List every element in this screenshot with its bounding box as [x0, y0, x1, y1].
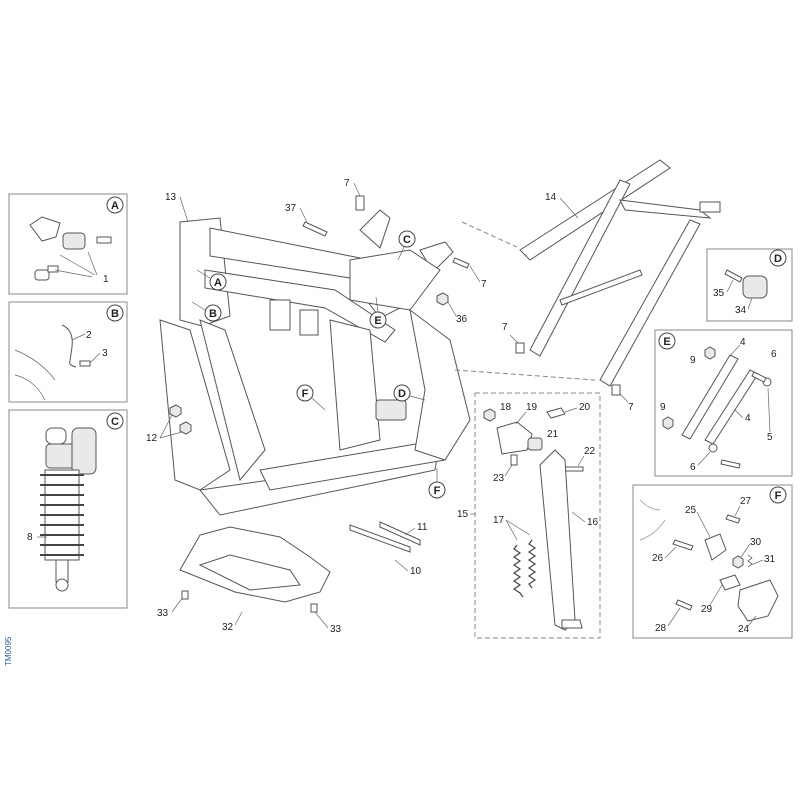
part-label-33-left: 33 [157, 608, 169, 619]
part-label-25: 25 [685, 505, 697, 516]
part-label-35: 35 [713, 288, 725, 299]
part-label-18: 18 [500, 402, 512, 413]
main-frame: 13 12 [146, 192, 471, 516]
part-label-12: 12 [146, 433, 158, 444]
callout-d-label: D [774, 253, 782, 265]
detail-box-e: E 9 4 6 9 4 5 6 [654, 329, 793, 477]
part-label-7-right: 7 [481, 279, 487, 290]
part-label-30: 30 [750, 537, 762, 548]
part-label-33-right: 33 [330, 624, 342, 635]
skid-plate: 33 32 33 [157, 526, 342, 635]
part-label-16: 16 [587, 517, 599, 528]
part-label-6-top: 6 [771, 349, 777, 360]
part-label-34: 34 [735, 305, 747, 316]
frame-callout-e: E [374, 315, 381, 327]
part-label-20: 20 [579, 402, 591, 413]
part-label-1: 1 [103, 274, 109, 285]
detail-box-d: D 35 34 [706, 248, 793, 322]
detail-box-f: F 27 25 26 30 31 29 28 24 [632, 484, 793, 639]
drawing-code: TM0095 [4, 636, 13, 666]
part-label-17: 17 [493, 515, 505, 526]
part-label-5: 5 [767, 432, 773, 443]
part-label-8: 8 [27, 532, 33, 543]
detail-box-a: A 1 [8, 193, 128, 295]
part-label-21: 21 [547, 429, 559, 440]
part-label-3: 3 [102, 348, 108, 359]
callout-f-label: F [775, 490, 782, 502]
frame-callout-a: A [214, 277, 222, 289]
frame-callout-c: C [403, 234, 411, 246]
part-label-23: 23 [493, 473, 505, 484]
part-label-32: 32 [222, 622, 234, 633]
frame-callout-f-lower: F [434, 485, 441, 497]
frame-callout-d: D [398, 388, 406, 400]
detail-box-c: C 8 [8, 409, 128, 609]
part-label-7-sub: 7 [502, 322, 508, 333]
part-label-22: 22 [584, 446, 596, 457]
callout-a-label: A [111, 200, 119, 212]
part-label-26: 26 [652, 553, 664, 564]
part-label-13: 13 [165, 192, 177, 203]
part-label-7-lower: 7 [628, 402, 634, 413]
frame-callouts: A B C E F D F [191, 230, 446, 499]
part-label-2: 2 [86, 330, 92, 341]
part-label-10: 10 [410, 566, 422, 577]
part-label-14: 14 [545, 192, 557, 203]
part-label-6-bottom: 6 [690, 462, 696, 473]
part-label-7-top: 7 [344, 178, 350, 189]
long-bolts: 11 10 [349, 521, 428, 577]
callout-b-label: B [111, 308, 119, 320]
part-label-24: 24 [738, 624, 750, 635]
part-label-19: 19 [526, 402, 538, 413]
callout-e-label: E [663, 336, 670, 348]
callout-c-label: C [111, 416, 119, 428]
subframe: 14 7 7 [454, 159, 721, 413]
part-label-37: 37 [285, 203, 297, 214]
part-label-28: 28 [655, 623, 667, 634]
part-label-11: 11 [417, 522, 428, 533]
part-label-9-top: 9 [690, 355, 696, 366]
part-label-29: 29 [701, 604, 713, 615]
part-label-31: 31 [764, 554, 776, 565]
part-label-27: 27 [740, 496, 752, 507]
part-label-4-bottom: 4 [745, 413, 751, 424]
frame-callout-b: B [209, 308, 217, 320]
part-label-9-bottom: 9 [660, 402, 666, 413]
detail-box-b: B 2 3 [8, 301, 128, 403]
part-label-36: 36 [456, 314, 468, 325]
part-label-4-top: 4 [740, 337, 746, 348]
top-fasteners: 7 37 7 36 [285, 178, 487, 325]
side-stand-group: 15 18 19 20 21 23 22 16 17 [457, 392, 601, 639]
part-label-15: 15 [457, 509, 469, 520]
frame-callout-f: F [302, 388, 309, 400]
